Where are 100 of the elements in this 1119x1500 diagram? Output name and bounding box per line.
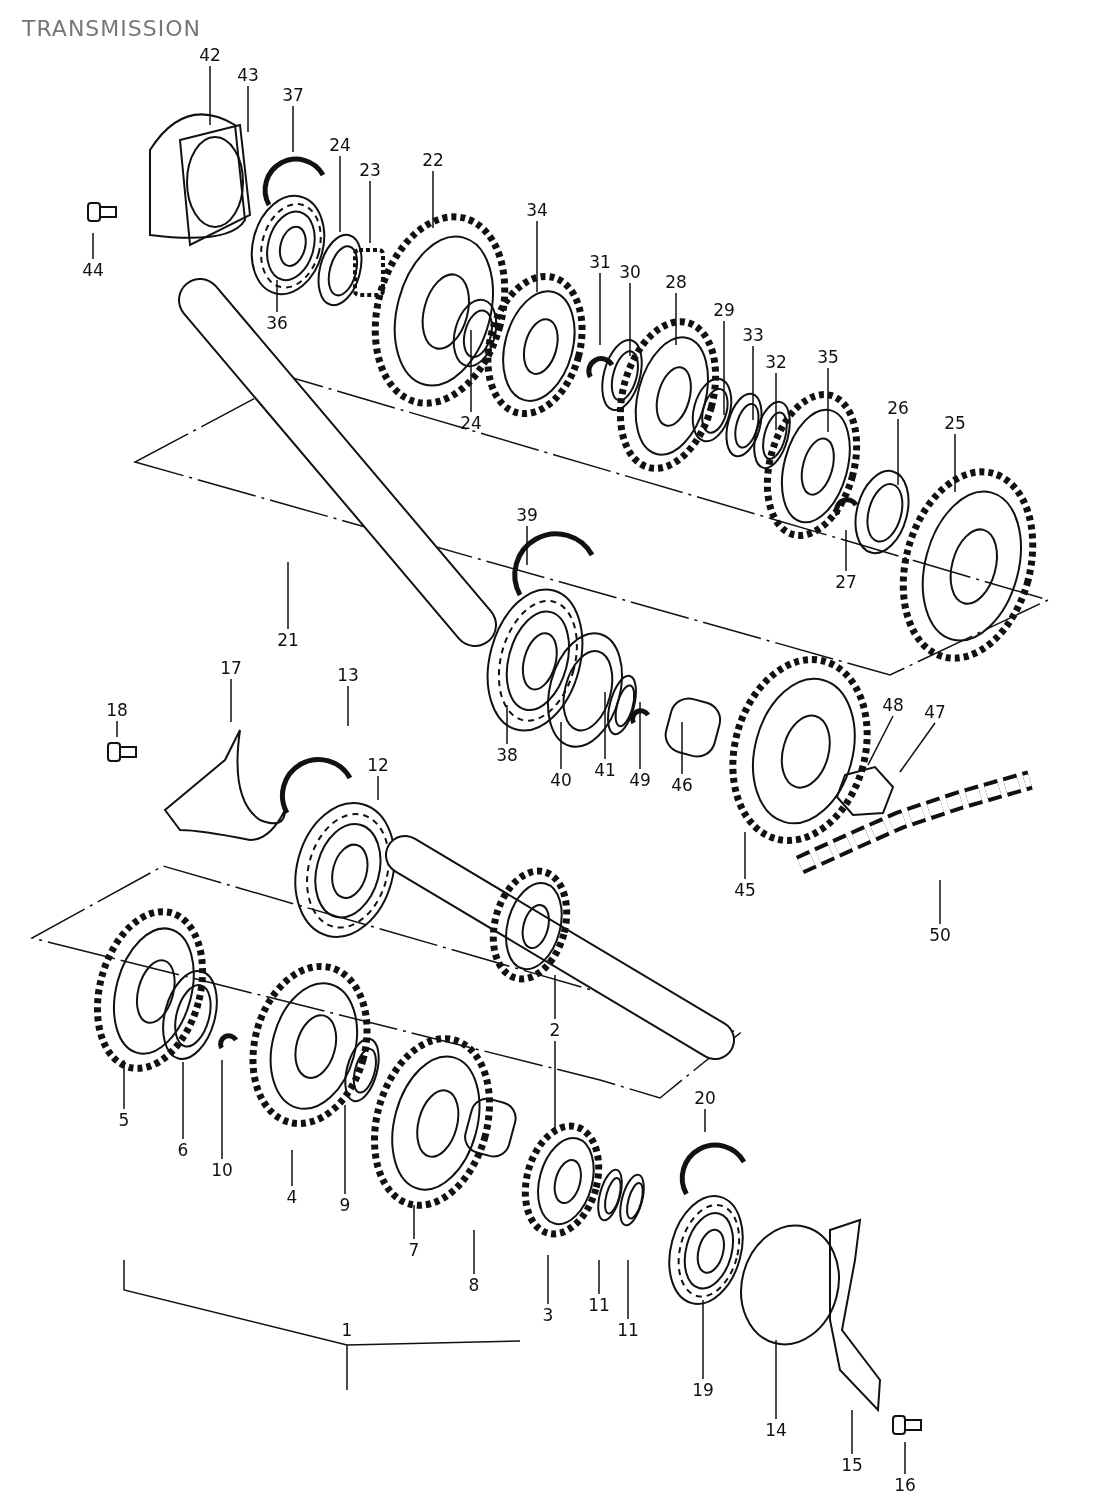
leader-line [123, 1059, 125, 1110]
callout-number: 35 [815, 347, 841, 367]
leader-line [560, 721, 562, 770]
leader-line [473, 1229, 475, 1275]
callout-number: 26 [885, 398, 911, 418]
callout-number: 34 [524, 200, 550, 220]
leader-line [867, 715, 894, 766]
callout-number: 50 [927, 925, 953, 945]
callout-number: 24 [458, 413, 484, 433]
callout-number: 17 [218, 658, 244, 678]
leader-line [247, 85, 249, 133]
callout-number: 37 [280, 85, 306, 105]
callout-number: 18 [104, 700, 130, 720]
callout-number: 47 [922, 702, 948, 722]
leader-line [292, 105, 294, 153]
leader-line [230, 678, 232, 723]
leader-line [675, 292, 677, 346]
leader-line [827, 367, 829, 433]
leader-line [369, 180, 371, 244]
leader-line [92, 232, 94, 260]
leader-line [287, 561, 289, 630]
leader-line [681, 721, 683, 775]
leader-line [470, 329, 472, 413]
callout-number: 29 [711, 300, 737, 320]
callout-number: 14 [763, 1420, 789, 1440]
callout-number: 24 [327, 135, 353, 155]
leader-line [939, 879, 941, 925]
leader-line [276, 279, 278, 313]
callout-number: 2 [547, 1020, 563, 1040]
callout-number: 5 [116, 1110, 132, 1130]
callout-number: 11 [615, 1320, 641, 1340]
callout-number: 43 [235, 65, 261, 85]
callout-number: 19 [690, 1380, 716, 1400]
callout-number: 39 [514, 505, 540, 525]
leader-line [702, 1299, 704, 1380]
callout-number: 10 [209, 1160, 235, 1180]
leader-line [344, 1104, 346, 1195]
callout-number: 42 [197, 45, 223, 65]
leader-line [704, 1108, 706, 1133]
callout-number: 41 [592, 760, 618, 780]
leader-line [554, 974, 556, 1020]
leader-line [221, 1059, 223, 1160]
callout-number: 7 [406, 1240, 422, 1260]
page-title: TRANSMISSION [22, 16, 201, 41]
callout-number: 33 [740, 325, 766, 345]
leader-line [629, 282, 631, 357]
leader-line [897, 418, 899, 486]
leader-line [547, 1254, 549, 1305]
callout-number: 45 [732, 880, 758, 900]
callout-number: 9 [337, 1195, 353, 1215]
leader-line [506, 704, 508, 745]
callout-number: 31 [587, 252, 613, 272]
leader-line [182, 1061, 184, 1140]
leader-line [432, 170, 434, 229]
callout-number: 6 [175, 1140, 191, 1160]
callout-number: 46 [669, 775, 695, 795]
leader-line [723, 320, 725, 416]
leader-line [904, 1441, 906, 1475]
callout-number: 28 [663, 272, 689, 292]
leader-line [554, 1040, 556, 1136]
leader-line [209, 65, 211, 126]
callout-number: 21 [275, 630, 301, 650]
callout-number: 11 [586, 1295, 612, 1315]
callout-number: 27 [833, 572, 859, 592]
leader-line [598, 1259, 600, 1295]
leader-line [116, 720, 118, 738]
callout-number: 22 [420, 150, 446, 170]
leader-line [604, 691, 606, 760]
leader-line [639, 701, 641, 770]
leader-line [599, 272, 601, 346]
callout-number: 4 [284, 1187, 300, 1207]
callout-number: 3 [540, 1305, 556, 1325]
callout-number: 25 [942, 413, 968, 433]
callout-number: 44 [80, 260, 106, 280]
leader-line [377, 775, 379, 801]
leader-line [775, 1339, 777, 1420]
leader-line [413, 1204, 415, 1240]
callout-number: 23 [357, 160, 383, 180]
leader-line [291, 1149, 293, 1187]
leader-line [536, 220, 538, 293]
callout-number: 8 [466, 1275, 482, 1295]
leader-line [954, 433, 956, 493]
leader-line [845, 529, 847, 572]
leader-line [752, 345, 754, 421]
callout-number: 36 [264, 313, 290, 333]
callout-number: 38 [494, 745, 520, 765]
callout-number: 20 [692, 1088, 718, 1108]
leader-line [744, 831, 746, 880]
callout-number: 12 [365, 755, 391, 775]
leader-line [347, 685, 349, 727]
leader-line [851, 1409, 853, 1455]
leader-line [627, 1259, 629, 1320]
callout-number: 32 [763, 352, 789, 372]
leader-line [899, 722, 936, 773]
leader-line [775, 372, 777, 431]
callout-number: 40 [548, 770, 574, 790]
leader-line [339, 155, 341, 233]
callout-number: 15 [839, 1455, 865, 1475]
callout-number: 13 [335, 665, 361, 685]
callout-number: 49 [627, 770, 653, 790]
